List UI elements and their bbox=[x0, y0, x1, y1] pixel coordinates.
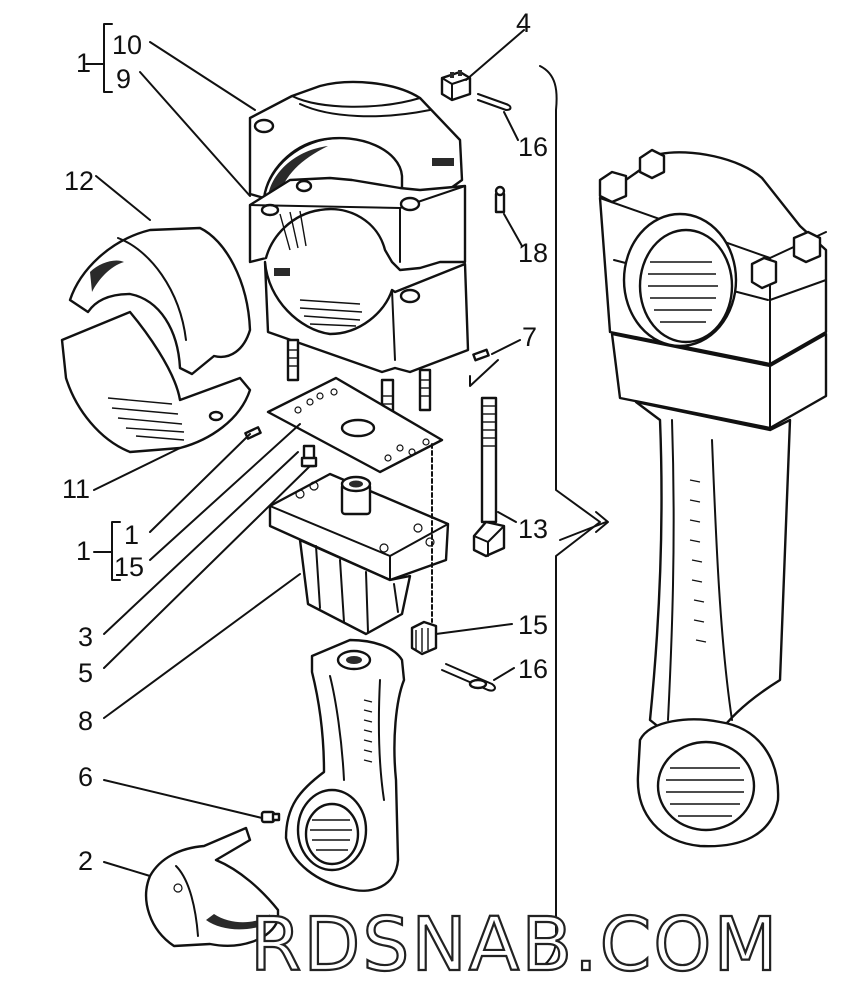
group-bracket-top bbox=[85, 23, 113, 93]
castle-nut bbox=[440, 70, 472, 102]
grease-nipple bbox=[494, 185, 506, 214]
label-7: 7 bbox=[522, 322, 537, 352]
label-9: 9 bbox=[116, 64, 131, 94]
label-11: 11 bbox=[62, 474, 90, 504]
label-16-upper: 16 bbox=[518, 132, 548, 162]
label-12: 12 bbox=[64, 166, 94, 196]
label-8: 8 bbox=[78, 706, 93, 736]
cotter-pin-lower bbox=[441, 663, 496, 692]
watermark: RDSNAB.COM bbox=[250, 902, 779, 988]
label-5: 5 bbox=[78, 658, 93, 688]
leader-lines bbox=[93, 29, 525, 877]
label-3: 3 bbox=[78, 622, 93, 652]
label-1-group-b: 1 bbox=[76, 536, 91, 566]
label-1-inner: 1 bbox=[124, 520, 139, 550]
label-6: 6 bbox=[78, 762, 93, 792]
label-18: 18 bbox=[518, 238, 548, 268]
label-13: 13 bbox=[518, 514, 548, 544]
bearing-shell-lower bbox=[60, 310, 252, 454]
set-screw bbox=[260, 810, 281, 824]
shim-plate bbox=[266, 376, 444, 474]
castle-nut-lower bbox=[410, 620, 438, 656]
dowel-pin bbox=[472, 348, 490, 362]
long-bolt bbox=[472, 396, 506, 558]
crosshead-block bbox=[268, 472, 450, 636]
label-15-upper: 15 bbox=[114, 552, 144, 582]
group-bracket-mid bbox=[93, 521, 121, 581]
bearing-shell-upper bbox=[68, 226, 252, 376]
cotter-pin-upper bbox=[477, 93, 512, 111]
label-1-group-a: 1 bbox=[76, 48, 91, 78]
bearing-housing-lower bbox=[263, 260, 470, 374]
bushing-half bbox=[145, 826, 280, 948]
fitting bbox=[300, 444, 318, 468]
connecting-rod-exploded bbox=[284, 638, 406, 892]
rod-cap-block bbox=[248, 176, 467, 272]
label-4: 4 bbox=[516, 8, 531, 38]
label-16-lower: 16 bbox=[518, 654, 548, 684]
assembly-bracket bbox=[539, 65, 609, 969]
assembled-connecting-rod bbox=[598, 148, 828, 848]
label-10: 10 bbox=[112, 30, 142, 60]
label-15-lower: 15 bbox=[518, 610, 548, 640]
label-2: 2 bbox=[78, 846, 93, 876]
